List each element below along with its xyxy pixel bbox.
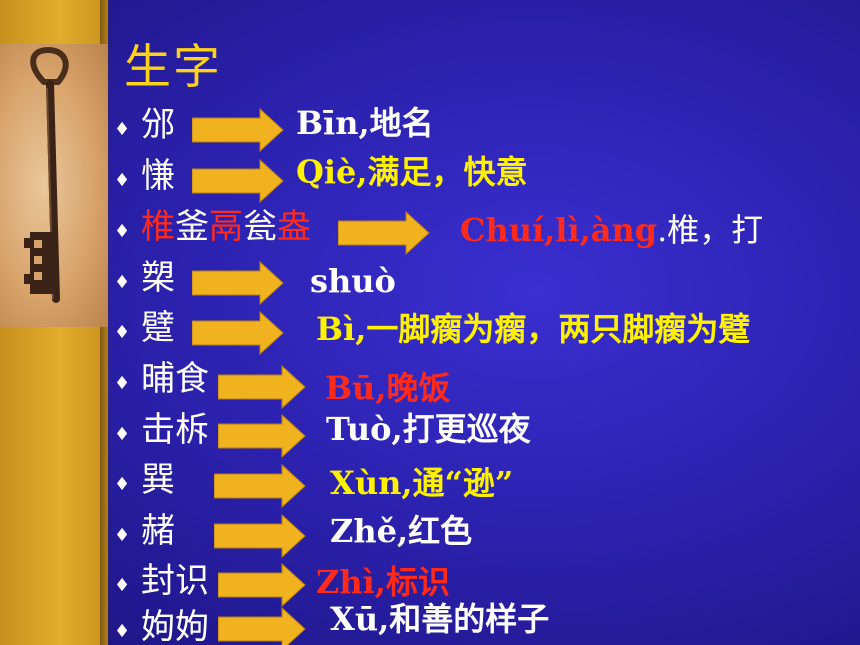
vocab-term-char: 巽 [141,460,175,500]
right-arrow-icon [214,514,306,558]
right-arrow-icon [192,159,284,203]
diamond-bullet-icon: ♦ [114,621,131,642]
vocab-term-char: 盎 [277,207,311,247]
vocab-definition: Zhì,标识 [316,562,450,602]
old-key-photo [0,44,108,327]
definition-pinyin-meaning: Qiè,满足，快意 [296,153,528,191]
right-arrow-icon [192,108,284,152]
vocab-term: 邠 [141,103,175,147]
vocab-item: ♦慊 [0,154,860,204]
diamond-bullet-icon: ♦ [114,322,131,343]
diamond-bullet-icon: ♦ [114,424,131,445]
diamond-bullet-icon: ♦ [114,221,131,242]
diamond-bullet-icon: ♦ [114,474,131,495]
vocab-term-char: 晡食 [141,359,209,399]
vocab-definition: Bū,晚饭 [325,368,450,408]
vocab-item: ♦ 椎釜鬲瓮盎 [0,205,860,255]
right-arrow-icon [192,311,284,355]
diamond-bullet-icon: ♦ [114,373,131,394]
vocab-item: ♦ 晡食 [0,357,860,409]
vocab-term: 封识 [141,559,209,603]
vocab-term-char: 瓮 [243,207,277,247]
right-arrow-icon [338,211,430,255]
vocab-definition: Xū,和善的样子 [330,599,549,639]
vocab-item: ♦ 击柝 [0,408,860,458]
definition-pinyin-meaning: shuò [310,262,396,300]
vocab-item: ♦躄 [0,306,860,356]
diamond-bullet-icon: ♦ [114,525,131,546]
vocab-term-char: 赭 [141,511,175,551]
vocab-definition: Chuí,lì,àng.椎，打 [460,210,763,250]
right-arrow-icon [218,607,306,645]
vocab-term-char: 鬲 [209,207,243,247]
diamond-bullet-icon: ♦ [114,119,131,140]
definition-pinyin-meaning: Bì,一脚瘸为瘸，两只脚瘸为躄 [316,310,751,348]
definition-pinyin-meaning: Xū,和善的样子 [330,600,550,638]
vocab-definition: Xùn,通“逊” [330,463,513,503]
right-arrow-icon [218,414,306,458]
vocab-term: 姁姁 [141,605,209,645]
vocab-term: 慊 [141,154,175,198]
vocab-term: 晡食 [141,357,209,401]
definition-pinyin-meaning: Bīn,地名 [296,104,434,142]
vocab-definition: Zhě,红色 [330,511,472,551]
vocab-term: 赭 [141,509,175,553]
vocab-term-char: 姁姁 [141,607,209,645]
vocab-term-char: 釜 [175,207,209,247]
vocab-term-char: 慊 [141,156,175,196]
vocab-term: 槊 [141,256,175,300]
diamond-bullet-icon: ♦ [114,170,131,191]
slide-title: 生字 [124,40,222,95]
right-arrow-icon [214,464,306,508]
definition-tail: .椎，打 [657,211,764,249]
diamond-bullet-icon: ♦ [114,575,131,596]
vocab-term-char: 椎 [141,207,175,247]
vocab-term: 巽 [141,458,175,502]
vocab-item: ♦邠 [0,103,860,153]
vocab-term-char: 邠 [141,105,175,145]
right-arrow-icon [218,365,306,409]
vocab-item: ♦赭 [0,509,860,559]
vocab-item: ♦ 封识 [0,559,860,609]
right-arrow-icon [192,261,284,305]
definition-pinyin-meaning: Zhì,标识 [316,563,450,601]
vocab-definition: Qiè,满足，快意 [296,152,528,192]
key-icon [24,46,69,303]
vocab-definition: Tuò,打更巡夜 [326,409,531,449]
definition-pinyin-meaning: Bū,晚饭 [325,369,451,407]
vocab-term-char: 槊 [141,258,175,298]
vocab-term-char: 躄 [141,308,175,348]
vocab-term: 椎釜鬲瓮盎 [141,205,311,249]
definition-pinyin-meaning: Chuí,lì,àng [460,211,658,249]
vocab-term-char: 击柝 [141,410,209,450]
vocab-term: 躄 [141,306,175,350]
diamond-bullet-icon: ♦ [114,272,131,293]
vocab-definition: shuò [310,261,396,301]
vocab-term-char: 封识 [141,561,209,601]
vocab-definition: Bì,一脚瘸为瘸，两只脚瘸为躄 [316,309,750,349]
vocab-definition: Bīn,地名 [296,103,434,143]
definition-pinyin-meaning: Xùn,通“逊” [330,464,514,502]
vocab-item: ♦槊 [0,256,860,306]
definition-pinyin-meaning: Tuò,打更巡夜 [326,410,531,448]
right-arrow-icon [218,563,306,607]
definition-pinyin-meaning: Zhě,红色 [330,512,473,550]
vocab-item: ♦ 姁姁 [0,605,860,645]
vocab-term: 击柝 [141,408,209,452]
vocab-item: ♦巽 [0,458,860,508]
